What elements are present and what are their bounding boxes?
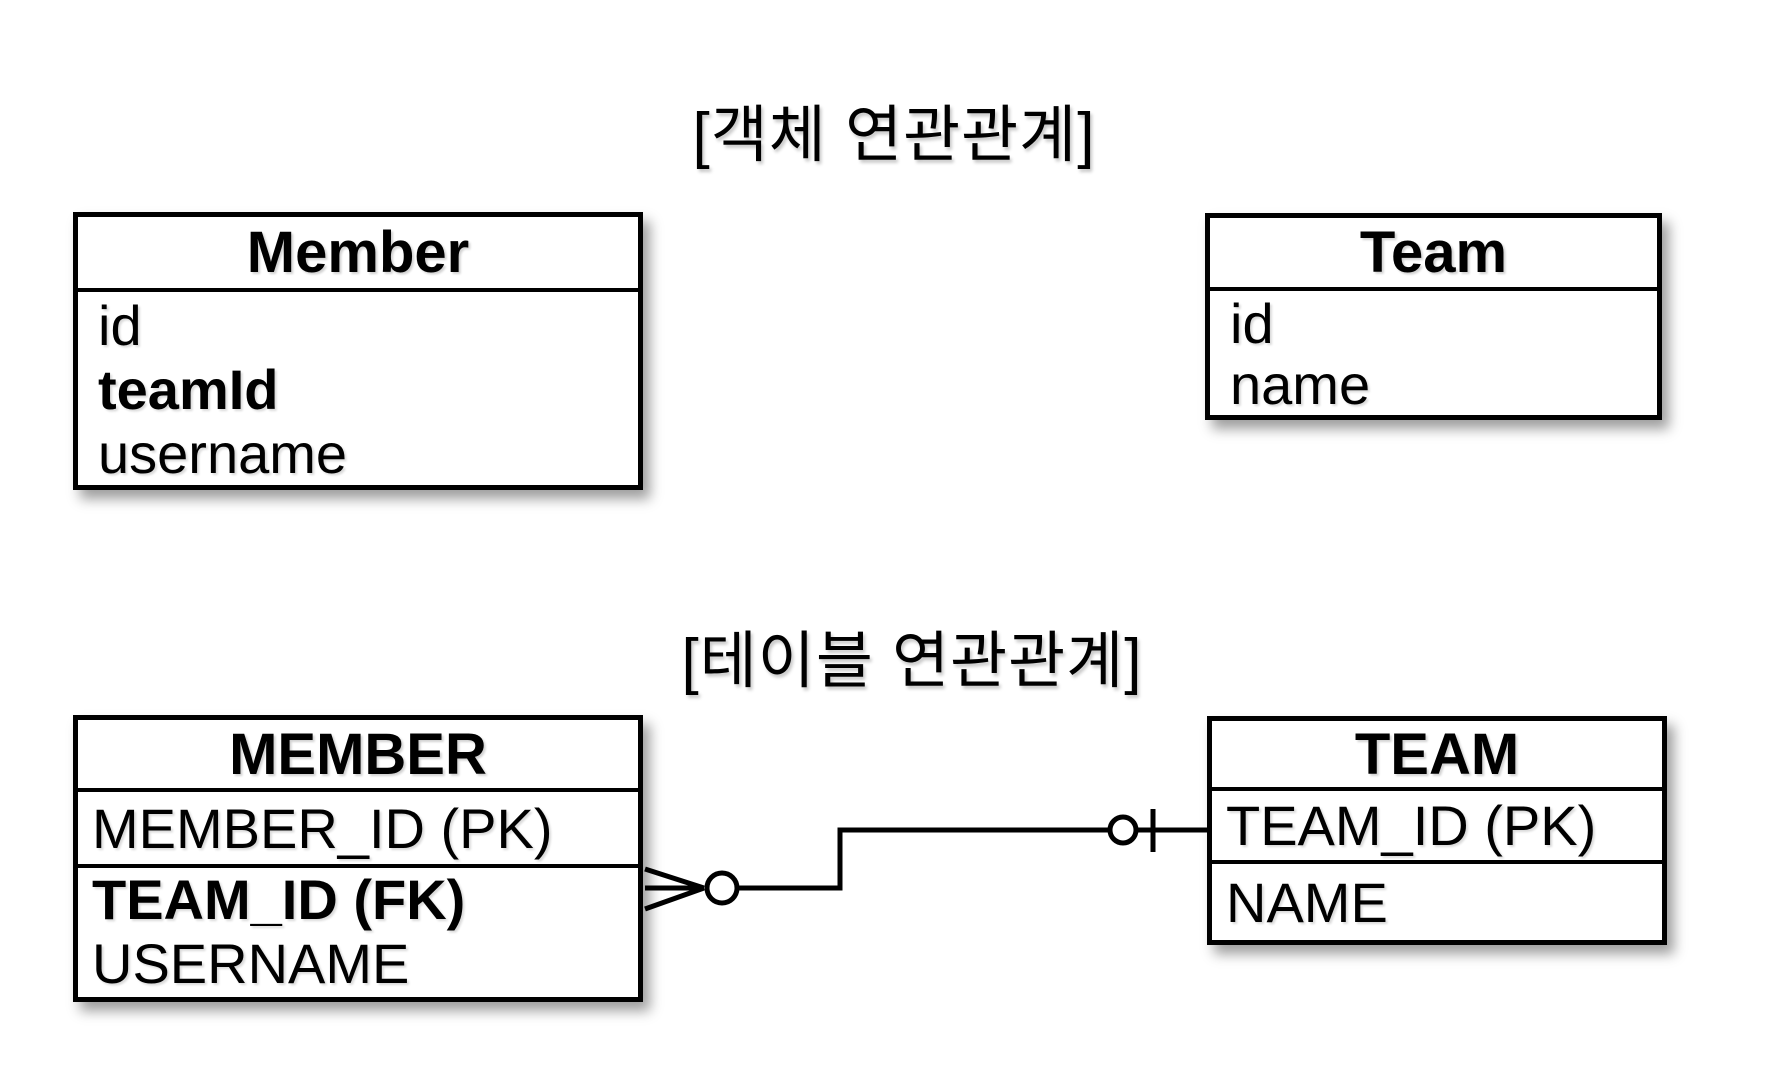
member-table-username-column: USERNAME bbox=[92, 932, 410, 995]
connector-line bbox=[737, 827, 1110, 891]
team-class-box: Team id name bbox=[1205, 213, 1662, 420]
team-table-pk-row: TEAM_ID (PK) bbox=[1212, 791, 1662, 864]
member-table-title: MEMBER bbox=[78, 720, 638, 792]
member-field-username: username bbox=[98, 422, 348, 485]
member-class-box: Member id teamId username bbox=[73, 212, 643, 490]
member-class-title: Member bbox=[78, 217, 638, 292]
circle-icon bbox=[704, 870, 740, 906]
member-field-id: id bbox=[98, 294, 142, 357]
team-field-id: id bbox=[1230, 292, 1274, 355]
crow-foot-icon bbox=[644, 866, 705, 912]
team-table-name-column: NAME bbox=[1226, 870, 1388, 934]
team-table-title: TEAM bbox=[1212, 721, 1662, 791]
team-table-box: TEAM TEAM_ID (PK) NAME bbox=[1207, 716, 1667, 945]
member-table-fk-column: TEAM_ID (FK) bbox=[92, 868, 466, 931]
team-class-fields: id name bbox=[1210, 291, 1657, 415]
member-table-box: MEMBER MEMBER_ID (PK) TEAM_ID (FK) USERN… bbox=[73, 715, 643, 1002]
member-class-fields: id teamId username bbox=[78, 292, 638, 485]
member-table-columns: TEAM_ID (FK) USERNAME bbox=[78, 868, 638, 996]
circle-icon bbox=[1107, 814, 1139, 846]
team-field-name: name bbox=[1230, 353, 1371, 416]
team-class-title: Team bbox=[1210, 218, 1657, 291]
member-field-teamid: teamId bbox=[98, 358, 279, 421]
member-table-pk-row: MEMBER_ID (PK) bbox=[78, 792, 638, 868]
object-section-title: [객체 연관관계] bbox=[692, 101, 1096, 170]
table-section-title: [테이블 연관관계] bbox=[681, 627, 1143, 696]
